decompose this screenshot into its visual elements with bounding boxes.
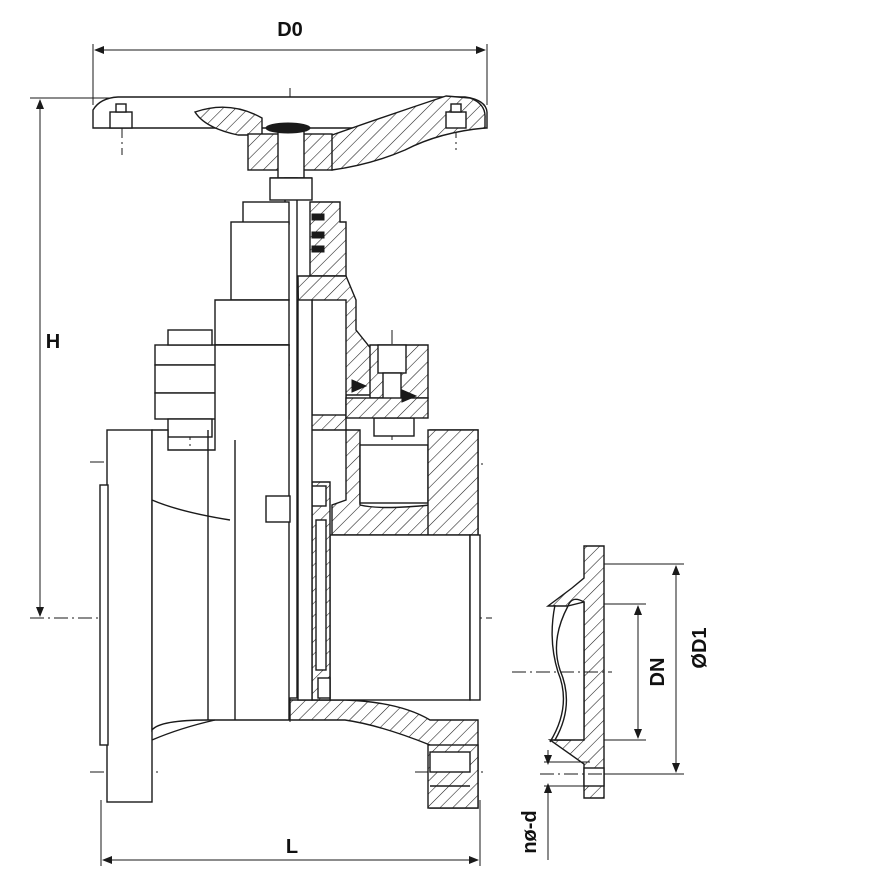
wedge-disc [297, 299, 331, 701]
d1-label: ØD1 [689, 627, 711, 668]
flange-detail [512, 545, 612, 799]
dimension-bolt-holes: nø-d [519, 750, 590, 860]
valve-body-exterior [99, 344, 291, 803]
dimension-d1: ØD1 [604, 563, 711, 775]
dimension-d0: D0 [92, 19, 488, 105]
dn-label: DN [647, 658, 669, 687]
d0-label: D0 [277, 19, 303, 41]
bolt-holes-label: nø-d [519, 810, 541, 853]
valve-body-section [289, 429, 481, 809]
handwheel [92, 95, 488, 179]
dimension-l: L [100, 800, 481, 866]
l-label: L [286, 836, 298, 858]
dimension-dn: DN [604, 603, 669, 741]
h-label: H [46, 331, 60, 353]
